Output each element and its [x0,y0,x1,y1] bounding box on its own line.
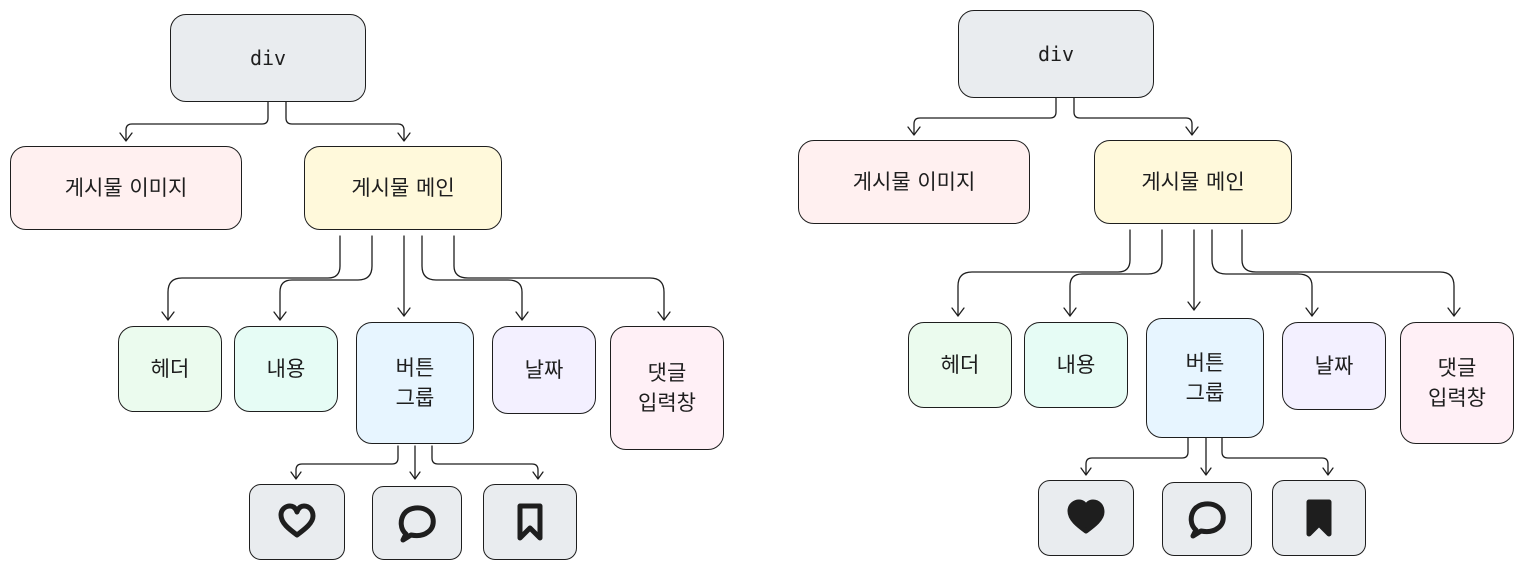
button-group-node: 버튼 그룹 [1146,318,1264,438]
comment-bubble-icon [1188,501,1226,539]
heart-icon [1067,499,1105,534]
post-image-node: 게시물 이미지 [798,140,1030,224]
heart-icon [278,503,316,538]
comment-icon-box [1162,482,1252,556]
date-node: 날짜 [492,326,596,414]
content-node: 내용 [1024,322,1128,408]
post-main-node: 게시물 메인 [304,146,502,230]
heart-icon-box [249,484,345,560]
bookmark-icon [1306,499,1332,537]
content-node: 내용 [234,326,338,412]
heart-icon-box [1038,480,1134,556]
root-div-node: div [170,14,366,102]
comment-icon-box [372,486,462,560]
comment-input-node: 댓글 입력창 [610,326,724,450]
post-image-node: 게시물 이미지 [10,146,242,230]
post-main-node: 게시물 메인 [1094,140,1292,224]
header-node: 헤더 [908,322,1012,408]
bookmark-icon [517,503,543,541]
comment-bubble-icon [398,505,436,543]
bookmark-icon-box [483,484,577,560]
comment-input-node: 댓글 입력창 [1400,322,1514,444]
date-node: 날짜 [1282,322,1386,410]
bookmark-icon-box [1272,480,1366,556]
button-group-node: 버튼 그룹 [356,322,474,444]
root-div-node: div [958,10,1154,98]
header-node: 헤더 [118,326,222,412]
